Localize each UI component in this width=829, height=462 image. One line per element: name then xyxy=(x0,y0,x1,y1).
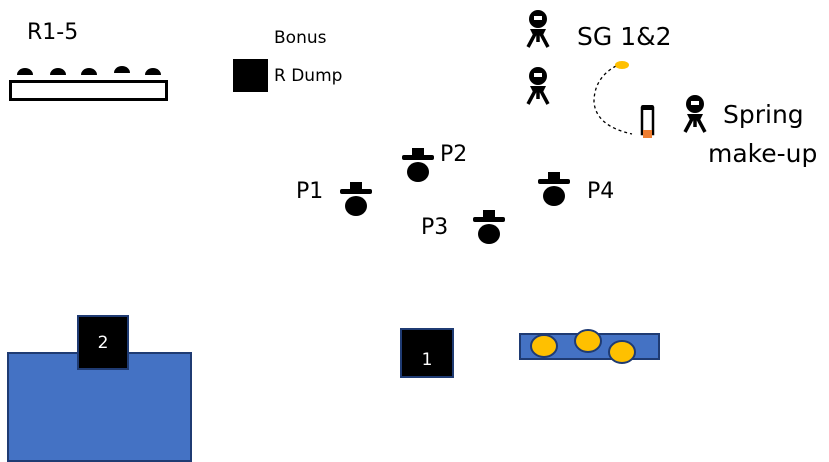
player-p4-icon xyxy=(538,172,570,206)
spring-label: Spring xyxy=(723,100,804,129)
p2-label: P2 xyxy=(440,142,468,167)
r-dump-square xyxy=(233,59,268,92)
ball-tray xyxy=(519,329,660,364)
r-ball-icon xyxy=(17,68,33,75)
sg-label: SG 1&2 xyxy=(577,22,672,51)
spring-path-icon xyxy=(593,61,633,135)
box-1-label: 1 xyxy=(421,350,433,370)
r-dump-label: R Dump xyxy=(274,66,343,86)
r-ball-icon xyxy=(81,68,97,75)
p1-label: P1 xyxy=(296,179,324,204)
ball-icon xyxy=(574,329,602,353)
bonus-label: Bonus xyxy=(274,28,327,48)
player-p2-icon xyxy=(402,148,434,182)
p3-label: P3 xyxy=(421,215,449,240)
tripod-figure-icon xyxy=(526,10,550,48)
r-ball-icon xyxy=(50,68,66,75)
box-2-label: 2 xyxy=(97,332,109,353)
r-ball-icon xyxy=(114,66,130,73)
r-ball-icon xyxy=(145,68,161,75)
p4-label: P4 xyxy=(587,179,615,204)
gold-ball-icon xyxy=(615,61,629,69)
r-rack xyxy=(9,80,168,101)
ball-icon xyxy=(608,340,636,364)
tripod-figure-icon xyxy=(683,95,707,133)
box-1: 1 xyxy=(400,328,454,378)
tripod-figure-icon xyxy=(526,67,550,105)
player-p1-icon xyxy=(340,182,372,216)
bucket-icon xyxy=(640,105,655,138)
player-p3-icon xyxy=(473,210,505,244)
box-2: 2 xyxy=(77,315,129,370)
r-group-label: R1-5 xyxy=(27,20,79,45)
make-up-label: make-up xyxy=(708,139,818,168)
ball-icon xyxy=(530,334,558,358)
r-group-rack-icon xyxy=(9,66,168,101)
